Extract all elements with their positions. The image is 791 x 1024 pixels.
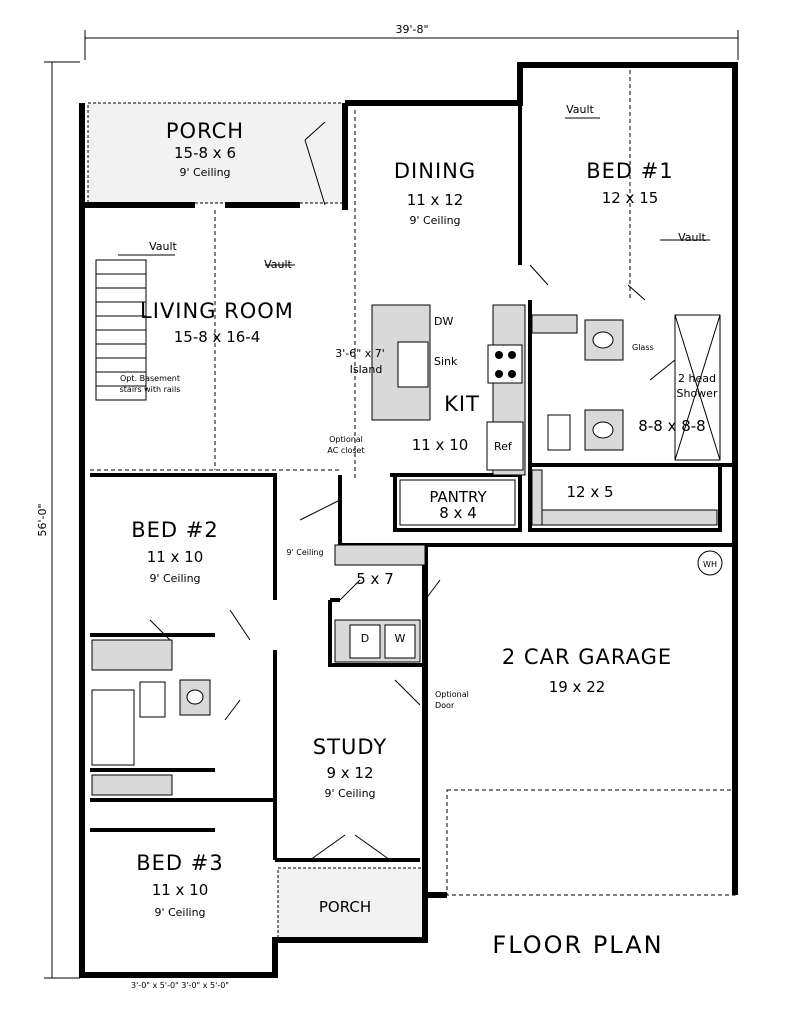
ac-closet-label: AC closet (327, 446, 364, 455)
vault-label: Vault (678, 231, 706, 244)
depth-label: 56'-0" (36, 503, 49, 536)
dining-ceiling: 9' Ceiling (409, 214, 460, 227)
hall-ceiling: 9' Ceiling (286, 548, 323, 557)
sink-label: Sink (434, 355, 458, 368)
washer-label: W (395, 632, 406, 645)
plan-title: FLOOR PLAN (492, 931, 663, 959)
dryer-icon (349, 624, 381, 659)
ref-label: Ref (494, 440, 513, 453)
bed2-ceiling: 9' Ceiling (149, 572, 200, 585)
range-icon (487, 344, 523, 384)
sink-icon (592, 421, 614, 439)
study-size: 9 x 12 (326, 764, 373, 782)
ceiling-lines (90, 70, 631, 480)
vault-label: Vault (566, 103, 594, 116)
living-size: 15-8 x 16-4 (174, 328, 261, 346)
ac-closet-label: Optional (329, 435, 363, 444)
garage-name: 2 CAR GARAGE (502, 645, 672, 669)
porch-rear-name: PORCH (319, 898, 371, 916)
bed1-name: BED #1 (586, 159, 673, 183)
kitchen-name: KIT (444, 392, 480, 416)
shower (674, 314, 721, 461)
window-note: 3'-0" x 5'-0" 3'-0" x 5'-0" (131, 981, 229, 990)
dining-size: 11 x 12 (407, 191, 464, 209)
bed1-size: 12 x 15 (602, 189, 659, 207)
vault-arrows (118, 117, 710, 266)
refrigerator-icon (486, 421, 524, 471)
bath-counter (531, 314, 578, 334)
toilet-icon (547, 414, 571, 451)
room-labels: PORCH 15-8 x 6 9' Ceiling DINING 11 x 12… (120, 103, 718, 990)
glass-label: Glass (632, 343, 654, 352)
width-dimension: 39'-8" (84, 23, 739, 60)
living-name: LIVING ROOM (140, 299, 294, 323)
depth-dimension: 56'-0" (36, 61, 80, 979)
master-closet-size: 12 x 5 (566, 483, 613, 501)
dishwasher-label: DW (434, 315, 453, 328)
front-porch-area (87, 102, 344, 204)
bed3-size: 11 x 10 (152, 881, 209, 899)
stairs (95, 259, 147, 401)
bed3-name: BED #3 (136, 851, 223, 875)
sink-icon (397, 341, 429, 388)
porch-front-ceiling: 9' Ceiling (179, 166, 230, 179)
bathtub-icon (91, 689, 135, 766)
porch-front-size: 15-8 x 6 (174, 144, 236, 162)
study-name: STUDY (313, 735, 387, 759)
stairs-note: Opt. Basement (120, 374, 180, 383)
exterior-walls (79, 62, 738, 978)
laundry-size: 5 x 7 (356, 570, 394, 588)
washer-icon (384, 624, 416, 659)
optional-door-label: Door (435, 701, 455, 710)
garage-size: 19 x 22 (549, 678, 606, 696)
kitchen-size: 11 x 10 (412, 436, 469, 454)
pantry-name: PANTRY (429, 488, 487, 506)
pantry-size: 8 x 4 (439, 504, 477, 522)
dryer-label: D (361, 632, 369, 645)
vault-label: Vault (149, 240, 177, 253)
porch-wall (79, 103, 300, 208)
bed3-ceiling: 9' Ceiling (154, 906, 205, 919)
stairs-note: stairs with rails (120, 385, 181, 394)
porch-front-name: PORCH (166, 119, 244, 143)
water-heater-icon (697, 550, 723, 576)
vault-label: Vault (264, 258, 292, 271)
door-swings[interactable] (149, 121, 676, 861)
toilet-icon (139, 681, 166, 718)
island-label: 3'-6" x 7' (335, 347, 385, 360)
bed2-size: 11 x 10 (147, 548, 204, 566)
water-heater-label: WH (703, 560, 717, 569)
width-label: 39'-8" (395, 23, 428, 36)
master-bath-size: 8-8 x 8-8 (638, 417, 705, 435)
study-ceiling: 9' Ceiling (324, 787, 375, 800)
dining-name: DINING (394, 159, 476, 183)
optional-door-label: Optional (435, 690, 469, 699)
sink-icon (592, 331, 614, 349)
shower-label: 2 head (678, 372, 716, 385)
rear-porch-area (277, 867, 427, 941)
bed2-name: BED #2 (131, 518, 218, 542)
sink-icon (186, 689, 204, 705)
island-label: Island (350, 363, 383, 376)
garage-door[interactable] (446, 789, 736, 896)
shower-label: Shower (677, 387, 718, 400)
